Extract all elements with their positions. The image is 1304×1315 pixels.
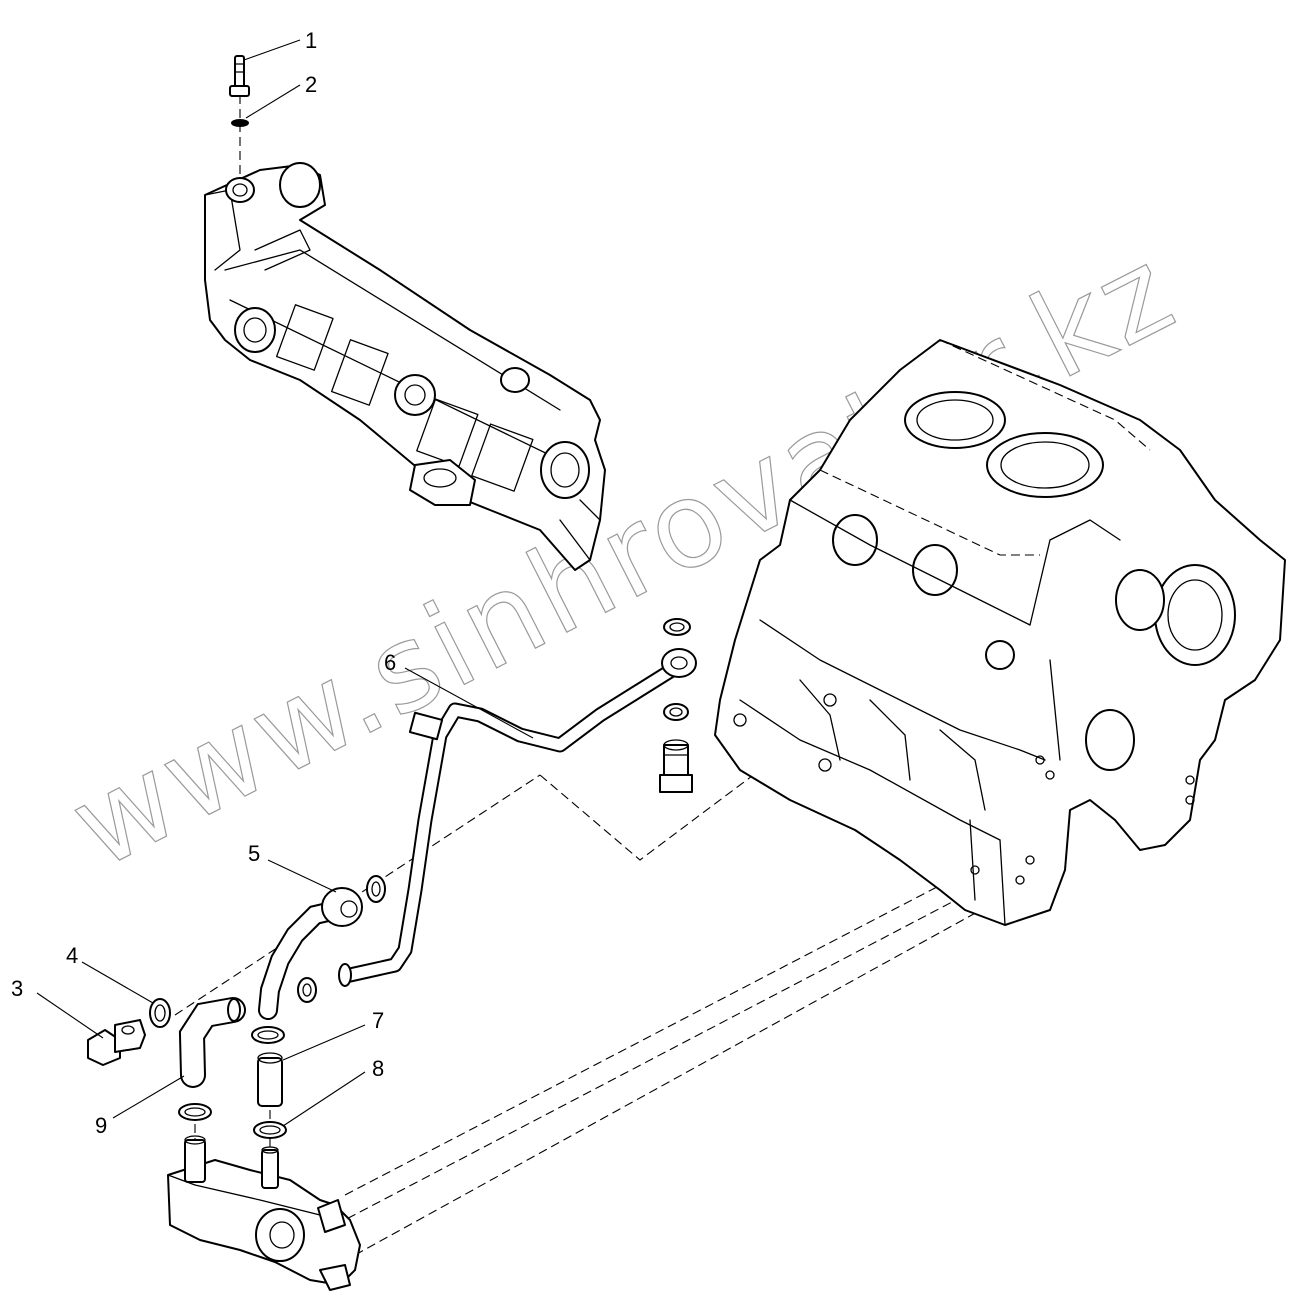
return-pipe-part — [258, 875, 386, 1020]
elbow-hose-part — [178, 997, 246, 1088]
callout-3: 3 — [11, 976, 23, 1001]
sealing-ring-part — [149, 998, 171, 1028]
callout-1: 1 — [305, 28, 317, 53]
callout-2: 2 — [305, 72, 317, 97]
callout-leaders — [36, 39, 534, 1127]
engine-block — [714, 339, 1286, 926]
oil-pipe-part — [338, 648, 697, 987]
banjo-bolt-part — [659, 618, 693, 793]
callout-4: 4 — [66, 943, 78, 968]
callout-5: 5 — [248, 841, 260, 866]
hose-clamp-part — [178, 1026, 285, 1121]
callout-6: 6 — [384, 650, 396, 675]
callout-8: 8 — [372, 1056, 384, 1081]
oil-cooler-part — [167, 1135, 361, 1291]
hose-sleeve-part — [253, 1052, 287, 1139]
manifold-assembly — [204, 162, 606, 571]
callout-labels: 1 2 3 4 5 6 7 8 9 — [11, 28, 396, 1138]
washer-part — [231, 119, 249, 127]
bolt-part — [229, 55, 250, 97]
hollow-bolt-part — [87, 1019, 146, 1066]
callout-7: 7 — [372, 1008, 384, 1033]
callout-9: 9 — [95, 1113, 107, 1138]
